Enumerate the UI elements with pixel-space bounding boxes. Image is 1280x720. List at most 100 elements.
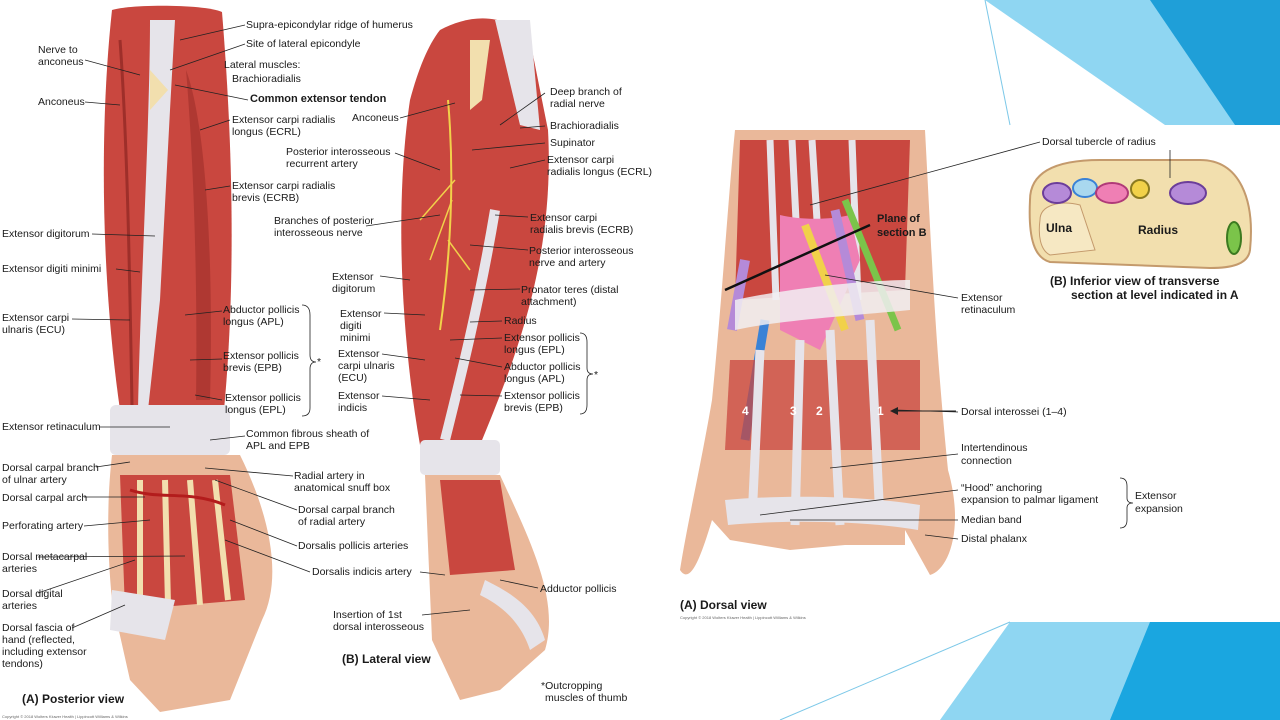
label-lateral-star: *	[594, 369, 599, 381]
label-lateral-ext-dig-2: digitorum	[332, 283, 376, 295]
dorsal-hand-illustration	[680, 130, 956, 575]
caption-section-1: (B) Inferior view of transverse	[1050, 274, 1220, 288]
label-dcb-radial-2: of radial artery	[298, 516, 366, 528]
label-ext-expansion-2: expansion	[1135, 503, 1183, 515]
label-ecu-1: Extensor carpi	[2, 312, 70, 324]
label-deep-branch-2: radial nerve	[550, 98, 605, 110]
label-pronator-1: Pronator teres (distal	[521, 284, 619, 296]
label-lateral-epb-1: Extensor pollicis	[504, 390, 580, 402]
label-dorsal-digital-1: Dorsal digital	[2, 588, 63, 600]
label-plane-1: Plane of	[877, 213, 920, 225]
label-outcropping-2: muscles of thumb	[545, 692, 628, 704]
label-perforating-artery: Perforating artery	[2, 520, 84, 532]
label-epl-2: longus (EPL)	[225, 404, 286, 416]
label-nerve-anconeus-2: anconeus	[38, 56, 84, 68]
label-dorsal-fascia-3: including extensor	[2, 646, 87, 658]
label-dorsal-tubercle: Dorsal tubercle of radius	[1042, 136, 1156, 148]
label-epb-2: brevis (EPB)	[223, 362, 282, 374]
label-lateral-apl-2: longus (APL)	[504, 373, 565, 385]
label-dorsal-carpal-arch: Dorsal carpal arch	[2, 492, 88, 504]
label-ecrl-2: longus (ECRL)	[232, 126, 301, 138]
label-adductor-pollicis: Adductor pollicis	[540, 583, 617, 595]
label-extensor-digitorum: Extensor digitorum	[2, 228, 90, 240]
label-intertendinous-1: Intertendinous	[961, 442, 1028, 454]
label-dorsal-fascia-1: Dorsal fascia of	[2, 622, 75, 634]
label-lateral-epb-2: brevis (EPB)	[504, 402, 563, 414]
top-right-line	[984, 0, 1011, 126]
label-dorsalis-indicis: Dorsalis indicis artery	[312, 566, 412, 578]
label-lateral-ecrl-2: radialis longus (ECRL)	[547, 166, 653, 178]
label-dorsal-interossei: Dorsal interossei (1–4)	[961, 406, 1067, 418]
label-branches-pin-1: Branches of posterior	[274, 215, 374, 227]
label-lateral-apl-1: Abductor pollicis	[504, 361, 581, 373]
transverse-section-illustration	[1028, 159, 1252, 270]
label-dorsal-digital-2: arteries	[2, 600, 38, 612]
label-lateral-brachioradialis: Brachioradialis	[550, 120, 619, 132]
label-apl-1: Abductor pollicis	[223, 304, 300, 316]
interosseous-number-4: 4	[742, 404, 749, 418]
label-section-radius: Radius	[1138, 223, 1179, 237]
label-dorsal-fascia-2: hand (reflected,	[2, 634, 75, 646]
caption-lateral-view: (B) Lateral view	[342, 652, 431, 666]
label-lateral-ecu-1: Extensor	[338, 348, 380, 360]
label-common-extensor-tendon: Common extensor tendon	[250, 93, 387, 105]
label-extensor-digiti-minimi: Extensor digiti minimi	[2, 263, 102, 275]
label-distal-phalanx: Distal phalanx	[961, 533, 1027, 545]
label-ecu-2: ulnaris (ECU)	[2, 324, 66, 336]
label-lateral-epl-2: longus (EPL)	[504, 344, 565, 356]
label-apl-2: longus (APL)	[223, 316, 284, 328]
label-outcropping-1: *Outcropping	[541, 680, 603, 692]
label-dorsal-ext-ret-2: retinaculum	[961, 304, 1016, 316]
caption-posterior-view: (A) Posterior view	[22, 692, 125, 706]
label-epl-1: Extensor pollicis	[225, 392, 301, 404]
label-ulna: Ulna	[1046, 221, 1073, 235]
label-lateral-muscles: Lateral muscles:	[224, 59, 301, 71]
label-brachioradialis: Brachioradialis	[232, 73, 301, 85]
label-radial-artery-2: anatomical snuff box	[294, 482, 391, 494]
label-pin-artery-2: nerve and artery	[529, 257, 606, 269]
caption-dorsal-view: (A) Dorsal view	[680, 598, 767, 612]
bottom-right-shape-dark	[1110, 622, 1280, 720]
copyright-dorsal: Copyright © 2018 Wolters Kluwer Health |…	[680, 615, 806, 620]
label-epb-1: Extensor pollicis	[223, 350, 299, 362]
label-edm-1: Extensor	[340, 308, 382, 320]
label-ecrl-1: Extensor carpi radialis	[232, 114, 336, 126]
label-hood-1: “Hood” anchoring	[961, 482, 1043, 494]
label-nerve-anconeus-1: Nerve to	[38, 44, 78, 56]
label-pin-artery-1: Posterior interosseous	[529, 245, 634, 257]
label-lateral-ext-dig-1: Extensor	[332, 271, 374, 283]
top-right-shape-dark	[1150, 0, 1280, 125]
bottom-line	[779, 621, 1011, 720]
label-dorsal-metacarpal-2: arteries	[2, 563, 38, 575]
label-supra-ridge: Supra-epicondylar ridge of humerus	[246, 19, 413, 31]
label-supinator: Supinator	[550, 137, 595, 149]
label-dorsal-metacarpal-1: Dorsal metacarpal	[2, 551, 88, 563]
label-ext-indicis-1: Extensor	[338, 390, 380, 402]
label-dcb-ulnar-2: of ulnar artery	[2, 474, 67, 486]
label-anconeus: Anconeus	[38, 96, 85, 108]
label-lateral-ecrl-1: Extensor carpi	[547, 154, 615, 166]
label-pronator-2: attachment)	[521, 296, 577, 308]
label-median-band: Median band	[961, 514, 1022, 526]
label-insertion-1: Insertion of 1st	[333, 609, 402, 621]
label-hood-2: expansion to palmar ligament	[961, 494, 1099, 506]
label-posterior-star: *	[317, 356, 322, 368]
label-dcb-radial-1: Dorsal carpal branch	[298, 504, 395, 516]
label-ecrb-2: brevis (ECRB)	[232, 192, 300, 204]
label-lateral-ecrb-1: Extensor carpi	[530, 212, 598, 224]
label-radial-artery-1: Radial artery in	[294, 470, 365, 482]
label-edm-3: minimi	[340, 332, 371, 344]
label-lateral-epicondyle: Site of lateral epicondyle	[246, 38, 361, 50]
label-lateral-ecrb-2: radialis brevis (ECRB)	[530, 224, 634, 236]
interosseous-number-1: 1	[877, 404, 884, 418]
label-lateral-ecu-2: carpi ulnaris	[338, 360, 395, 372]
label-ext-indicis-2: indicis	[338, 402, 368, 414]
label-intertendinous-2: connection	[961, 455, 1012, 467]
label-ecrb-1: Extensor carpi radialis	[232, 180, 336, 192]
copyright-left: Copyright © 2018 Wolters Kluwer Health |…	[2, 714, 128, 719]
